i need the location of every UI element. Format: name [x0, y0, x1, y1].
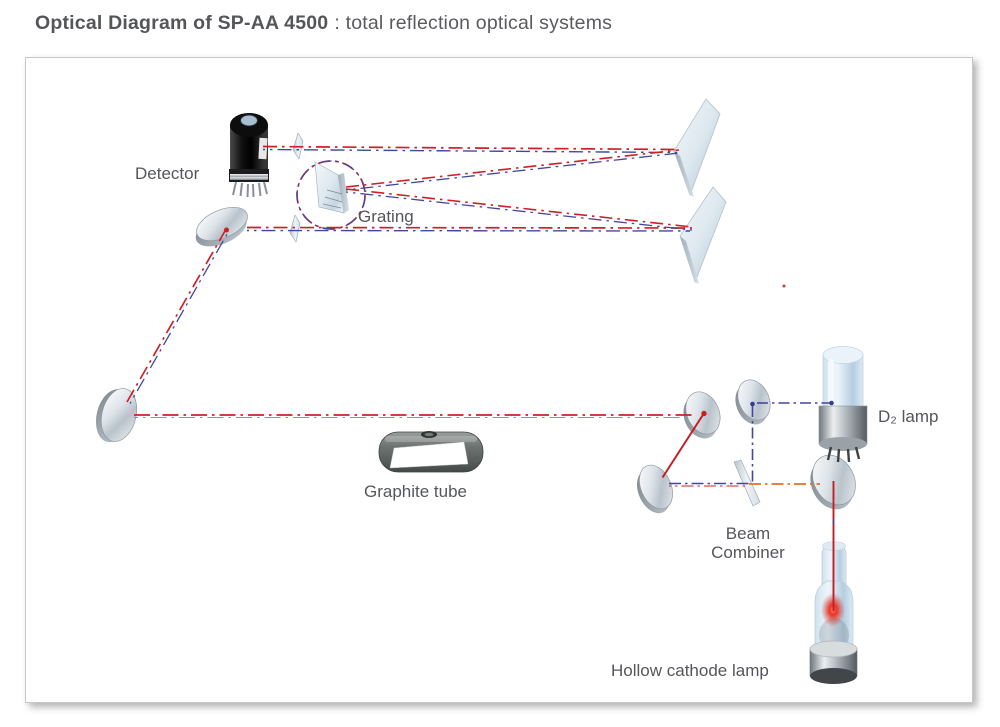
d2-lamp-base-bottom — [819, 437, 867, 451]
d2-lamp-label: D₂ lamp — [878, 407, 938, 426]
beam-transfer-blue — [129, 232, 229, 404]
detector-band — [230, 174, 268, 180]
d2-fold-mirror-face — [737, 379, 771, 421]
grating-element — [314, 161, 349, 214]
hcl-base-top — [809, 640, 858, 658]
beam-dot-fold-mirror — [224, 227, 229, 233]
optical-diagram-panel: Detector Grating Graphite tube D₂ lamp B… — [25, 57, 973, 703]
grating-circle — [296, 160, 366, 230]
combiner-fold-mirror — [636, 464, 673, 514]
beam-transfer-red — [126, 230, 226, 403]
beam-combiner-label-line1: Beam — [726, 524, 770, 543]
upper-collimating-mirror-edge — [674, 151, 694, 197]
beam-dot-focus-mirror — [701, 410, 707, 417]
upper-collimating-mirror-face — [673, 98, 721, 197]
beam-exit-red — [262, 145, 680, 151]
beam-entrance-red — [246, 226, 693, 229]
page-title: Optical Diagram of SP-AA 4500: total ref… — [35, 12, 612, 35]
entrance-slit — [289, 214, 301, 243]
hollow-cathode-lamp-label: Hollow cathode lamp — [611, 661, 769, 680]
grating-circle-blue — [296, 160, 366, 230]
detector-label: Detector — [135, 164, 200, 183]
lower-collimating-mirror-face — [679, 186, 727, 284]
graphite-tube-highlight — [385, 436, 477, 442]
upper-collimating-mirror — [673, 98, 721, 197]
title-model: Optical Diagram of SP-AA 4500 — [35, 12, 329, 34]
grating-side — [338, 173, 349, 213]
beam-grating-lower-blue — [345, 191, 693, 231]
lower-collimating-mirror — [679, 186, 727, 284]
beam-fold-solid-red — [661, 413, 705, 479]
detector-pins — [232, 181, 268, 198]
d2-lamp-top — [822, 346, 864, 364]
beam-grating-upper-blue — [345, 152, 680, 191]
beam-dot-d2-mirror — [750, 401, 755, 407]
beam-grating-upper-red — [345, 149, 680, 188]
hcl-fold-mirror-face — [812, 454, 856, 506]
grating-grooves — [322, 189, 343, 209]
beam-paths — [126, 145, 835, 611]
detector-label-patch — [258, 137, 268, 160]
beam-entrance-blue — [246, 229, 691, 232]
detector — [229, 113, 269, 198]
lower-collimating-mirror-edge — [680, 236, 699, 284]
d2-lamp-pins — [826, 446, 861, 463]
beam-exit-blue — [262, 148, 678, 154]
optical-diagram: Detector Grating Graphite tube D₂ lamp B… — [95, 98, 938, 684]
beam-dot-d2-lamp — [829, 400, 834, 406]
fold-mirror-small — [195, 206, 248, 247]
d2-lamp — [818, 346, 868, 463]
beam-grating-lower-red — [345, 188, 693, 228]
graphite-tube-window — [389, 441, 469, 469]
detector-window-icon — [240, 114, 258, 127]
grating-label: Grating — [358, 207, 414, 226]
hcl-base-bottom — [810, 668, 857, 684]
d2-lamp-base — [818, 405, 868, 445]
combiner-fold-mirror-face — [639, 464, 673, 510]
graphite-tube-label: Graphite tube — [364, 482, 467, 501]
hcl-fold-mirror — [810, 454, 856, 510]
beam-combiner-label-line2: Combiner — [711, 543, 785, 562]
graphite-tube — [378, 431, 484, 473]
hollow-cathode-lamp — [809, 541, 858, 684]
graphite-tube-hole-inner — [424, 432, 434, 437]
d2-lamp-highlight — [828, 359, 834, 407]
title-subtitle: : total reflection optical systems — [334, 12, 613, 34]
stray-dot — [782, 284, 786, 288]
